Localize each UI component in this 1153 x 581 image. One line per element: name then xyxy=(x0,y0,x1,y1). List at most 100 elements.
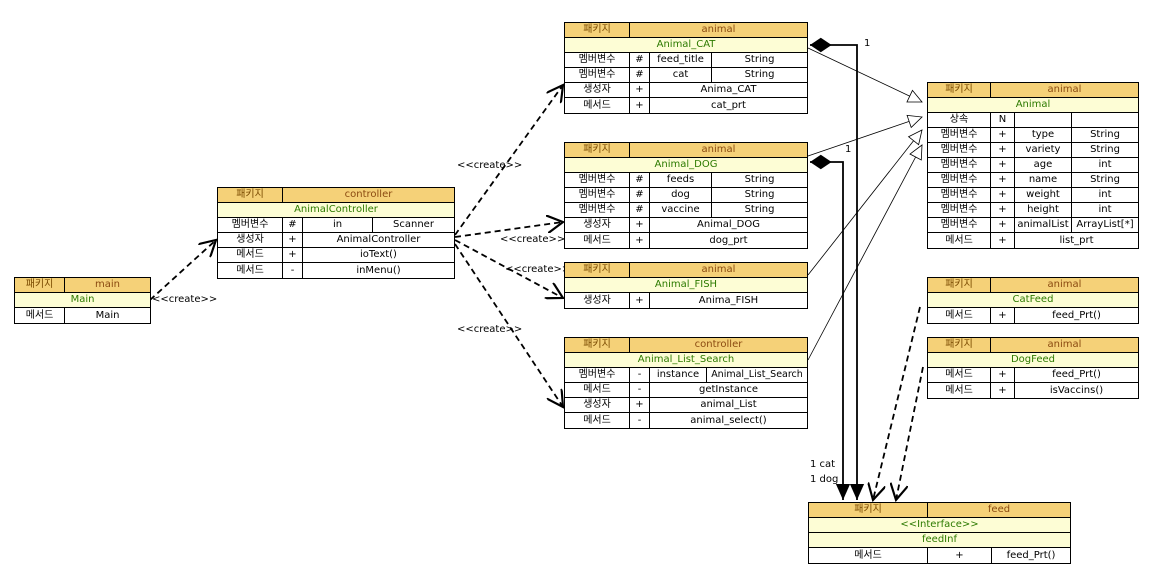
member: feed_Prt() xyxy=(1006,549,1056,561)
search-extends-animal xyxy=(807,144,923,361)
member: instance xyxy=(650,368,707,382)
cat-feed-composition xyxy=(810,37,865,500)
row-kind: 생성자 xyxy=(565,398,630,412)
pkg-label: 패키지 xyxy=(928,278,991,292)
multiplicity-dog: 1 xyxy=(845,144,852,155)
row-kind: 메서드 xyxy=(565,98,630,113)
row-kind: 멤버변수 xyxy=(928,173,991,187)
row-kind: 메서드 xyxy=(565,383,630,397)
visibility: + xyxy=(630,233,650,248)
class-name: Animal_CAT xyxy=(656,39,716,50)
member-type: String xyxy=(744,69,775,80)
member: in xyxy=(303,218,373,232)
visibility: - xyxy=(630,368,650,382)
cat-extends-animal xyxy=(807,47,923,103)
class-name: feedInf xyxy=(922,534,957,545)
visibility: + xyxy=(991,188,1015,202)
visibility: + xyxy=(991,383,1015,398)
row-kind: 멤버변수 xyxy=(565,368,630,382)
pkg-label: 패키지 xyxy=(565,338,630,352)
row-kind: 멤버변수 xyxy=(928,158,991,172)
member-type: Animal_List_Search xyxy=(711,369,803,380)
row-kind: 멤버변수 xyxy=(565,188,630,202)
visibility: - xyxy=(630,383,650,397)
class-name: Animal_FISH xyxy=(654,279,718,290)
visibility: + xyxy=(283,248,303,262)
visibility: # xyxy=(630,68,650,82)
row-kind: 멤버변수 xyxy=(928,188,991,202)
member: feed_title xyxy=(650,53,712,67)
member: Anima_CAT xyxy=(700,84,757,95)
catfeed-to-feed-arrow xyxy=(873,306,921,500)
pkg-label: 패키지 xyxy=(565,23,630,37)
member: isVaccins() xyxy=(1049,384,1104,396)
create-controller-search-arrow xyxy=(454,243,563,407)
member-type: int xyxy=(1098,189,1112,200)
member: dog_prt xyxy=(709,234,748,246)
pkg-label: 패키지 xyxy=(565,143,630,157)
visibility: - xyxy=(630,413,650,428)
pkg-name: animal xyxy=(701,264,736,275)
visibility: # xyxy=(630,173,650,187)
row-kind: 생성자 xyxy=(565,293,630,308)
row-kind: 멤버변수 xyxy=(218,218,283,232)
dog-feed-composition xyxy=(810,154,851,500)
row-kind: 멤버변수 xyxy=(928,128,991,142)
class-name: AnimalController xyxy=(294,204,378,215)
pkg-label: 패키지 xyxy=(928,338,991,352)
row-kind: 메서드 xyxy=(15,308,65,323)
visibility: N xyxy=(991,113,1015,127)
row-kind: 멤버변수 xyxy=(565,53,630,67)
class-name: Animal xyxy=(1015,99,1051,110)
row-kind: 메서드 xyxy=(928,368,991,382)
row-kind: 멤버변수 xyxy=(565,173,630,187)
class-name: DogFeed xyxy=(1010,354,1056,365)
pkg-name: animal xyxy=(1047,279,1082,290)
stereotype: <<Interface>> xyxy=(900,519,979,530)
member-type: String xyxy=(744,189,775,200)
pkg-label: 패키지 xyxy=(218,188,283,202)
feed-dog-label: 1 dog xyxy=(810,474,839,485)
member: height xyxy=(1015,203,1072,217)
pkg-name: controller xyxy=(344,189,393,200)
member-type: String xyxy=(744,54,775,65)
member: name xyxy=(1015,173,1072,187)
visibility: + xyxy=(991,158,1015,172)
row-kind: 생성자 xyxy=(218,233,283,247)
visibility: + xyxy=(630,98,650,113)
row-kind: 상속 xyxy=(928,113,991,127)
member-type: String xyxy=(1090,144,1120,155)
create-label-dog: <<create>> xyxy=(500,234,566,245)
class-name: Animal_List_Search xyxy=(637,354,735,365)
visibility: + xyxy=(283,233,303,247)
pkg-name: controller xyxy=(694,339,743,350)
pkg-name: feed xyxy=(987,504,1011,515)
member: animal_select() xyxy=(690,414,767,426)
row-kind: 메서드 xyxy=(928,383,991,398)
multiplicity-cat: 1 xyxy=(864,38,871,49)
class-name: Animal_DOG xyxy=(654,159,718,170)
row-kind: 멤버변수 xyxy=(928,203,991,217)
create-controller-dog-arrow xyxy=(454,222,563,238)
member-type: int xyxy=(1098,159,1112,170)
row-kind: 메서드 xyxy=(928,308,991,323)
member: Main xyxy=(95,309,120,321)
member: list_prt xyxy=(1059,234,1094,246)
visibility: + xyxy=(991,203,1015,217)
row-kind: 멤버변수 xyxy=(565,68,630,82)
pkg-label: 패키지 xyxy=(928,83,991,97)
pkg-name: animal xyxy=(1047,339,1082,350)
member: Animal_DOG xyxy=(697,219,760,230)
member: getInstance xyxy=(699,384,758,395)
member-type: int xyxy=(1098,204,1112,215)
row-kind: 메서드 xyxy=(565,233,630,248)
member: animal_List xyxy=(700,399,757,410)
visibility: + xyxy=(928,548,992,563)
